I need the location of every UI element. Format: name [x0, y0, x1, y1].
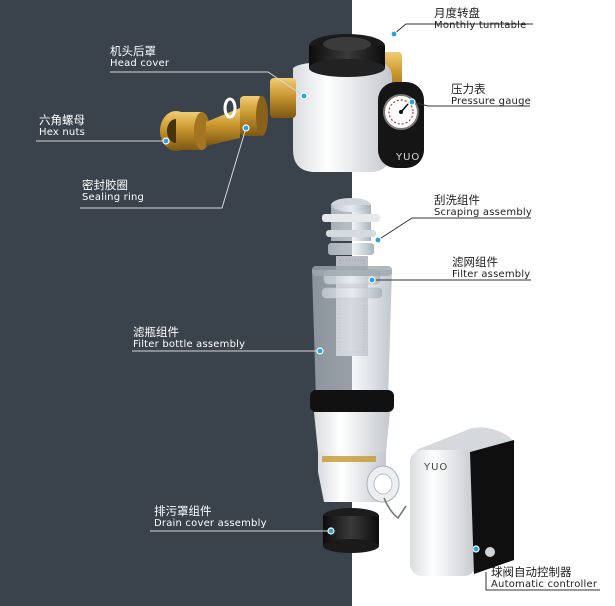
monthly-turntable-part [309, 34, 385, 77]
label-cn: 压力表 [451, 82, 486, 96]
label-cn: 球阀自动控制器 [491, 565, 572, 579]
label-filter-assembly: 滤网组件 Filter assembly [452, 255, 530, 282]
label-en: Scraping assembly [434, 207, 532, 219]
automatic-controller-part [410, 427, 515, 576]
label-en: Head cover [110, 58, 170, 70]
controller-brand-text: YUO [423, 462, 448, 473]
hex-nut-part [160, 111, 210, 151]
leader-dots [162, 30, 480, 553]
label-head-cover: 机头后罩 Head cover [110, 44, 169, 71]
label-drain-cover-assembly: 排污罩组件 Drain cover assembly [154, 504, 267, 531]
label-cn: 排污罩组件 [154, 504, 212, 518]
leader-lines [36, 23, 600, 591]
label-cn: 密封胶圈 [82, 178, 128, 192]
label-filter-bottle-assembly: 滤瓶组件 Filter bottle assembly [133, 325, 245, 352]
drain-section-part [318, 452, 400, 503]
label-cn: 刮洗组件 [434, 193, 480, 207]
leader-monthly-turntable [393, 23, 533, 35]
label-en: Sealing ring [82, 192, 145, 204]
leader-scraping-assembly [377, 217, 531, 241]
brass-fitting-part [206, 96, 268, 146]
leader-head-cover [110, 71, 305, 97]
leader-pressure-gauge [411, 101, 530, 107]
label-cn: 六角螺母 [39, 113, 85, 127]
label-en: Monthly turntable [434, 20, 527, 32]
label-en: Hex nuts [39, 127, 85, 139]
label-cn: 滤瓶组件 [133, 325, 179, 339]
label-en: Pressure gauge [451, 96, 531, 108]
label-en: Filter assembly [452, 269, 531, 281]
scraping-assembly-part [322, 198, 380, 255]
label-en: Automatic controller [491, 579, 598, 591]
label-hex-nuts: 六角螺母 Hex nuts [39, 113, 85, 140]
label-en: Filter bottle assembly [133, 339, 246, 351]
label-cn: 月度转盘 [434, 6, 480, 20]
drain-cover-part [323, 508, 379, 553]
label-monthly-turntable: 月度转盘 Monthly turntable [434, 6, 526, 33]
label-pressure-gauge: 压力表 Pressure gauge [451, 82, 531, 109]
label-sealing-ring: 密封胶圈 Sealing ring [82, 178, 144, 205]
label-automatic-controller: 球阀自动控制器 Automatic controller [491, 565, 597, 592]
controller-wire [383, 497, 407, 520]
label-cn: 滤网组件 [452, 255, 498, 269]
leader-sealing-ring [80, 127, 247, 209]
head-brand-text: YUO [395, 152, 420, 163]
label-scraping-assembly: 刮洗组件 Scraping assembly [434, 193, 532, 220]
label-cn: 机头后罩 [110, 44, 156, 58]
label-en: Drain cover assembly [154, 518, 267, 530]
sealing-ring-part [223, 97, 237, 119]
leader-automatic-controller [485, 572, 600, 591]
filter-bottle-part [310, 266, 394, 452]
